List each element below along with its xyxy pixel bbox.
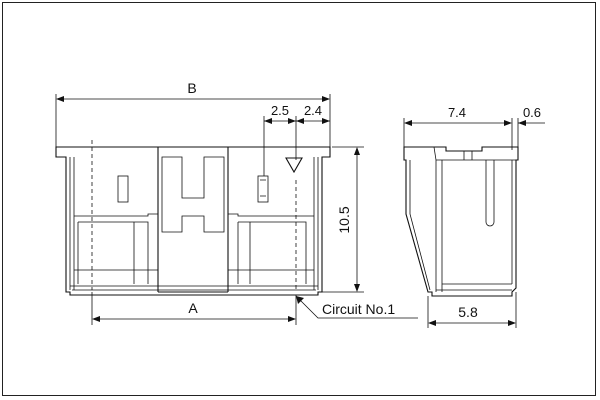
circuit-leader bbox=[295, 295, 418, 319]
circuit-triangle-marker bbox=[285, 157, 303, 174]
dim-2-4-label: 2.4 bbox=[304, 103, 322, 118]
side-view bbox=[403, 146, 519, 297]
circuit-label: Circuit No.1 bbox=[322, 301, 395, 317]
dim-height-label: 10.5 bbox=[336, 206, 352, 233]
front-left-cavity bbox=[74, 213, 158, 284]
dim-height bbox=[322, 146, 364, 293]
front-pin-slot-right-inner bbox=[260, 179, 266, 197]
front-center-latch bbox=[161, 156, 225, 233]
front-base bbox=[70, 285, 318, 291]
dim-b bbox=[55, 94, 331, 147]
front-top-flange bbox=[55, 146, 331, 296]
side-inner-walls bbox=[409, 146, 516, 292]
front-center-block bbox=[157, 147, 229, 293]
dim-side-lip-label: 0.6 bbox=[523, 105, 541, 120]
front-left-wall bbox=[65, 157, 75, 290]
front-pin-slot-left bbox=[117, 175, 129, 203]
dim-side-base bbox=[427, 292, 517, 328]
dim-a bbox=[91, 292, 297, 325]
side-outer-profile bbox=[403, 146, 519, 297]
dim-b-label: B bbox=[187, 80, 196, 96]
dim-side-base-label: 5.8 bbox=[458, 304, 478, 320]
side-top-notch bbox=[463, 151, 473, 160]
front-view bbox=[55, 140, 331, 296]
side-latch-slot bbox=[485, 160, 495, 227]
front-right-cavity bbox=[228, 213, 314, 284]
dim-a-label: A bbox=[188, 300, 198, 316]
dim-side-top bbox=[403, 118, 545, 150]
drawing-frame bbox=[2, 2, 596, 396]
dim-side-depth-label: 7.4 bbox=[448, 105, 466, 120]
dim-top-offsets bbox=[263, 116, 330, 176]
front-right-wall bbox=[313, 157, 323, 290]
dim-2-5-label: 2.5 bbox=[271, 103, 289, 118]
front-pin-slot-right bbox=[257, 175, 269, 203]
front-hidden-lines bbox=[91, 140, 297, 290]
